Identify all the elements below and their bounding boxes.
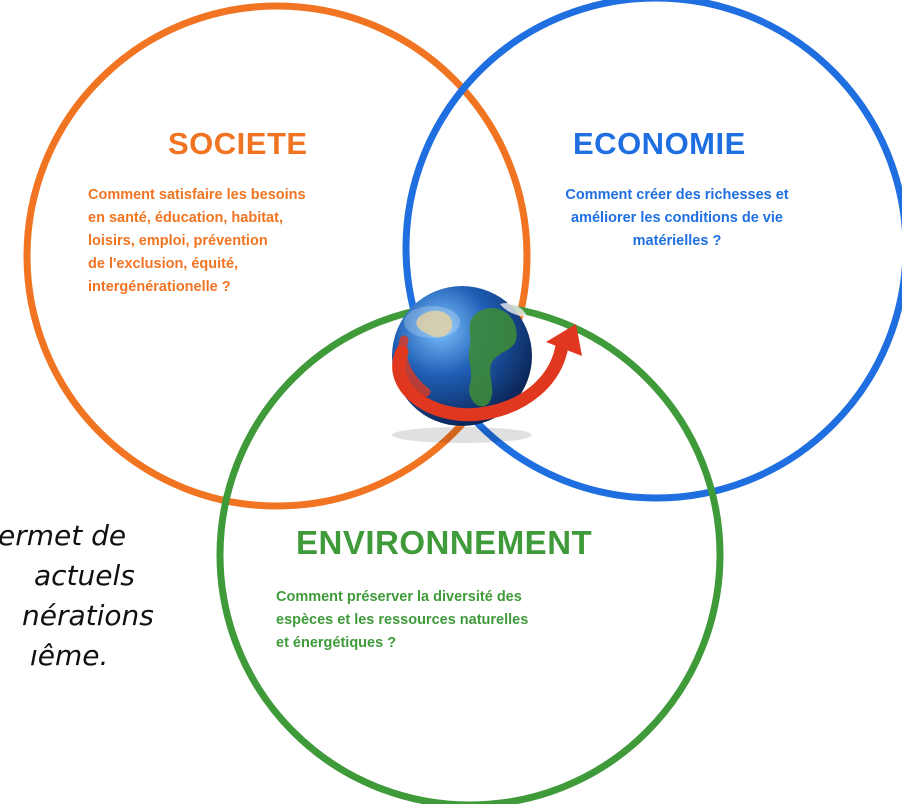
- economie-line: améliorer les conditions de vie: [571, 210, 783, 226]
- societe-circle: [23, 2, 531, 510]
- side-caption-line: ermet de: [0, 519, 127, 552]
- side-caption-line: actuels: [34, 559, 135, 592]
- environnement-line: Comment préserver la diversité des: [276, 589, 522, 605]
- side-caption-line: nérations: [22, 599, 154, 632]
- circular-arrow-icon: [392, 324, 582, 422]
- societe-line: Comment satisfaire les besoins: [88, 187, 306, 203]
- societe-line: loisirs, emploi, prévention: [88, 233, 268, 249]
- economie-title: ECONOMIE: [573, 126, 746, 161]
- societe-line: intergénérationelle ?: [88, 279, 231, 295]
- societe-line: en santé, éducation, habitat,: [88, 210, 283, 226]
- environnement-line: espèces et les ressources naturelles: [276, 612, 529, 628]
- environnement-line: et énergétiques ?: [276, 635, 397, 651]
- economie-description: Comment créer des richesses et améliorer…: [512, 184, 842, 253]
- environnement-description: Comment préserver la diversité des espèc…: [276, 586, 528, 655]
- side-caption: ermet de actuels nérations ıême.: [0, 516, 154, 676]
- environnement-title: ENVIRONNEMENT: [296, 524, 593, 561]
- economie-circle: [402, 0, 902, 502]
- societe-title: SOCIETE: [168, 126, 308, 161]
- economie-line: Comment créer des richesses et: [565, 187, 789, 203]
- side-caption-line: ıême.: [30, 639, 109, 672]
- societe-line: de l'exclusion, équité,: [88, 256, 239, 272]
- societe-description: Comment satisfaire les besoins en santé,…: [88, 184, 306, 299]
- economie-line: matérielles ?: [632, 233, 722, 249]
